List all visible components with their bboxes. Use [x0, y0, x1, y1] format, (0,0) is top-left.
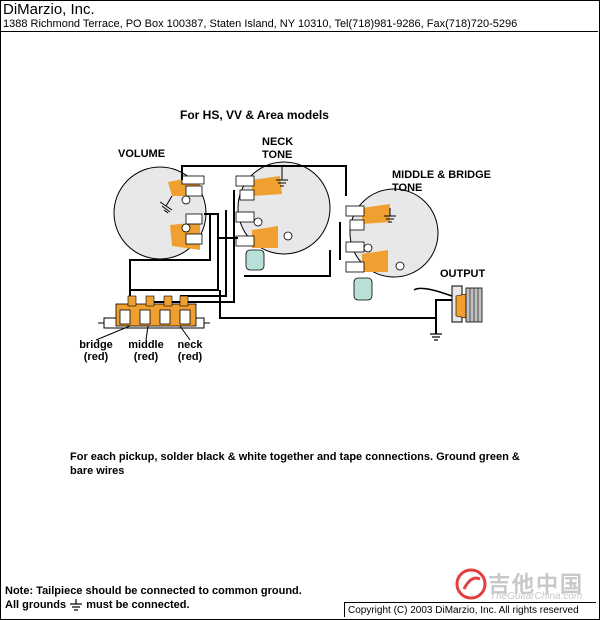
pickup-switch: [95, 295, 210, 341]
pickup-wire: (red): [133, 351, 159, 363]
volume-label: VOLUME: [118, 148, 166, 160]
pickup-label-neck: neck (red): [170, 339, 210, 363]
pickup-label-bridge: bridge (red): [76, 339, 116, 363]
midbridge-label-line2: TONE: [392, 182, 423, 194]
pickup-label-middle: middle (red): [124, 339, 168, 363]
watermark-main: 吉他中国: [488, 572, 585, 597]
neck-tone-ground-icon: [276, 166, 288, 187]
instructions-text: For each pickup, solder black & white to…: [70, 451, 520, 477]
neck-tone-capacitor: [245, 249, 265, 271]
grounds-note-suffix: must be connected.: [86, 599, 190, 611]
grounds-note: All grounds must be connected.: [5, 599, 190, 611]
midbridge-ground-icon: [384, 208, 396, 223]
pickup-name: middle: [128, 339, 164, 351]
midbridge-capacitor: [353, 277, 373, 301]
output-ground-icon: [430, 333, 442, 341]
midbridge-tone-lugs: [345, 204, 405, 273]
midbridge-tone-label: MIDDLE & BRIDGE TONE: [392, 169, 491, 195]
company-name: DiMarzio, Inc.: [3, 1, 95, 18]
volume-ground-icon: [159, 195, 173, 214]
neck-tone-label: NECK TONE: [262, 136, 293, 162]
tailpiece-note: Note: Tailpiece should be connected to c…: [5, 585, 302, 597]
guitar-logo-icon: [455, 568, 487, 600]
neck-tone-label-line2: TONE: [262, 149, 293, 161]
output-label: OUTPUT: [440, 268, 486, 280]
wires: [129, 165, 460, 334]
pickup-name: neck: [177, 339, 203, 351]
output-jack: [413, 285, 483, 323]
models-title: For HS, VV & Area models: [180, 108, 329, 122]
pickup-wire: (red): [83, 351, 109, 363]
header: DiMarzio, Inc. 1388 Richmond Terrace, PO…: [0, 0, 598, 32]
company-address: 1388 Richmond Terrace, PO Box 100387, St…: [3, 18, 518, 30]
pickup-wire: (red): [177, 351, 203, 363]
neck-tone-label-line1: NECK: [262, 136, 294, 148]
watermark: 吉他中国 TheGuitarChina.com: [450, 565, 598, 605]
volume-lugs: [168, 175, 205, 250]
pickup-name: bridge: [79, 339, 113, 351]
midbridge-label-line1: MIDDLE & BRIDGE: [392, 169, 491, 181]
neck-tone-lugs: [235, 175, 293, 248]
ground-symbol-icon: [70, 599, 83, 611]
grounds-note-prefix: All grounds: [5, 599, 67, 611]
watermark-sub: TheGuitarChina.com: [490, 591, 583, 602]
copyright: Copyright (C) 2003 DiMarzio, Inc. All ri…: [344, 602, 596, 617]
